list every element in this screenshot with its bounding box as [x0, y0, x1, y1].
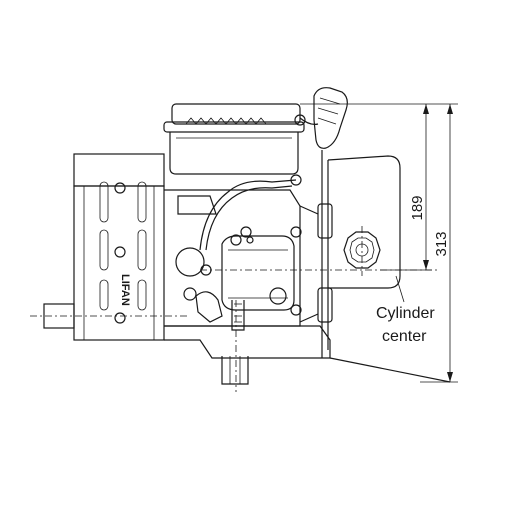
crankshaft — [30, 303, 190, 329]
brand-logo: LIFAN — [119, 274, 131, 306]
callout-line-1: Cylinder — [376, 305, 435, 322]
carburetor — [221, 226, 302, 331]
starter-handle — [294, 87, 348, 149]
air-filter-housing — [163, 103, 305, 175]
muffler — [327, 155, 401, 289]
cylinder-plates — [299, 150, 333, 358]
engine-base — [164, 325, 451, 385]
callout-line-2: center — [382, 328, 427, 345]
overall-height-dimension: 313 — [433, 231, 450, 256]
dimension-lines — [300, 103, 458, 383]
cylinder-height-dimension: 189 — [409, 195, 426, 220]
cylinder-center-callout: Cylinder center — [376, 275, 435, 345]
svg-text:LIFAN: LIFAN — [119, 274, 131, 306]
fuel-tank-frame — [73, 153, 165, 341]
